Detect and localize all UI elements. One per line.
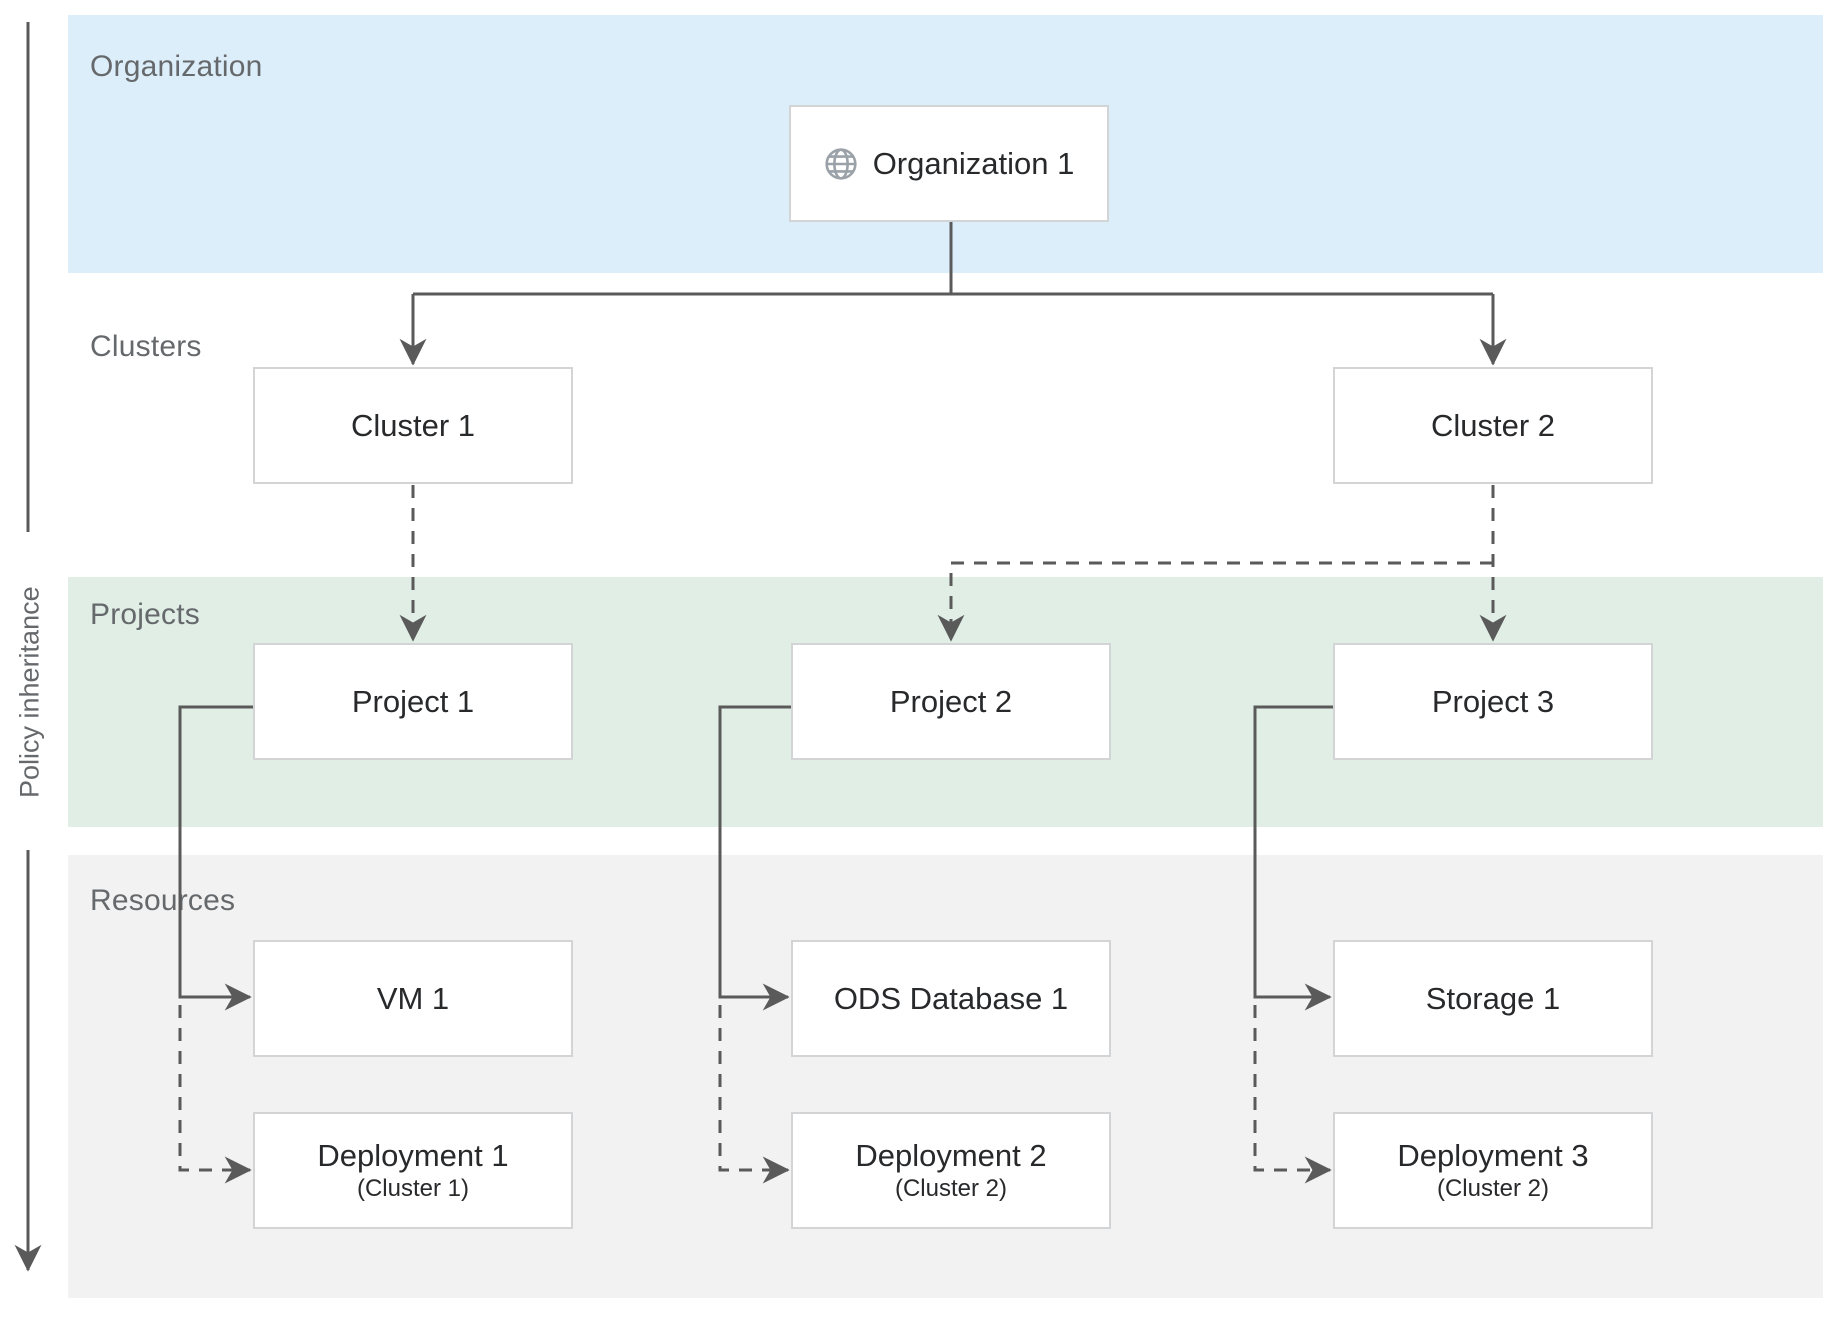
band-label-organization: Organization [90, 50, 263, 83]
node-label: Project 2 [889, 683, 1013, 719]
node-project-1: Project 1 [253, 643, 573, 760]
policy-inheritance-label: Policy inheritance [14, 586, 45, 798]
node-label: Deployment 1 [317, 1137, 509, 1173]
node-storage-1: Storage 1 [1333, 940, 1653, 1057]
band-resources [68, 855, 1823, 1298]
node-label: Project 3 [1431, 683, 1555, 719]
node-deployment-2: Deployment 2 (Cluster 2) [791, 1112, 1111, 1229]
band-label-projects: Projects [90, 598, 200, 631]
node-deployment-1: Deployment 1 (Cluster 1) [253, 1112, 573, 1229]
node-label: Storage 1 [1425, 980, 1561, 1016]
node-organization-1: Organization 1 [789, 105, 1109, 222]
node-label: Deployment 2 [855, 1137, 1047, 1173]
node-label: Deployment 3 [1397, 1137, 1589, 1173]
node-label: VM 1 [376, 980, 450, 1016]
globe-icon [824, 147, 858, 181]
node-vm-1: VM 1 [253, 940, 573, 1057]
node-label: Cluster 2 [1430, 407, 1556, 443]
node-cluster-2: Cluster 2 [1333, 367, 1653, 484]
node-sublabel: (Cluster 1) [356, 1174, 470, 1202]
node-label: ODS Database 1 [833, 980, 1069, 1016]
node-sublabel: (Cluster 2) [894, 1174, 1008, 1202]
node-sublabel: (Cluster 2) [1436, 1174, 1550, 1202]
node-deployment-3: Deployment 3 (Cluster 2) [1333, 1112, 1653, 1229]
node-ods-database-1: ODS Database 1 [791, 940, 1111, 1057]
band-label-clusters: Clusters [90, 330, 202, 363]
node-label: Project 1 [351, 683, 475, 719]
node-label: Cluster 1 [350, 407, 476, 443]
node-project-2: Project 2 [791, 643, 1111, 760]
band-label-resources: Resources [90, 884, 236, 917]
node-project-3: Project 3 [1333, 643, 1653, 760]
node-label: Organization 1 [872, 145, 1075, 181]
node-cluster-1: Cluster 1 [253, 367, 573, 484]
